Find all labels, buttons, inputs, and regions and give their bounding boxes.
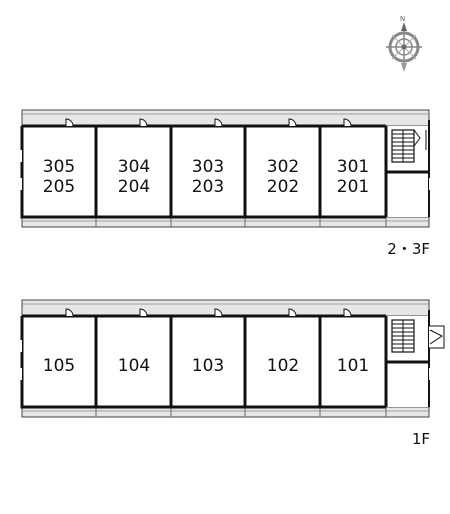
- room-202: 202: [267, 177, 299, 197]
- compass-icon: N: [386, 15, 422, 72]
- floor-label-2-3: 2・3F: [387, 240, 430, 258]
- room-302: 302: [267, 157, 299, 177]
- room-103: 103: [192, 356, 224, 376]
- room-304: 304: [118, 157, 150, 177]
- floor-2-3: 305 205 304 204 303 203 302 202 301 201 …: [18, 109, 433, 258]
- entrance-door: [429, 325, 445, 349]
- room-303: 303: [192, 157, 224, 177]
- room-101: 101: [337, 356, 369, 376]
- room-204: 204: [118, 177, 150, 197]
- room-203: 203: [192, 177, 224, 197]
- room-201: 201: [337, 177, 369, 197]
- room-102: 102: [267, 356, 299, 376]
- room-105: 105: [43, 356, 75, 376]
- compass-north-label: N: [400, 15, 405, 23]
- room-104: 104: [118, 356, 150, 376]
- floor-label-1: 1F: [412, 430, 430, 448]
- floor-1: 105 104 103 102 101 1F: [18, 299, 445, 448]
- corridor-north: [21, 109, 430, 127]
- corridor-north: [21, 299, 430, 317]
- room-305: 305: [43, 157, 75, 177]
- room-301: 301: [337, 157, 369, 177]
- room-205: 205: [43, 177, 75, 197]
